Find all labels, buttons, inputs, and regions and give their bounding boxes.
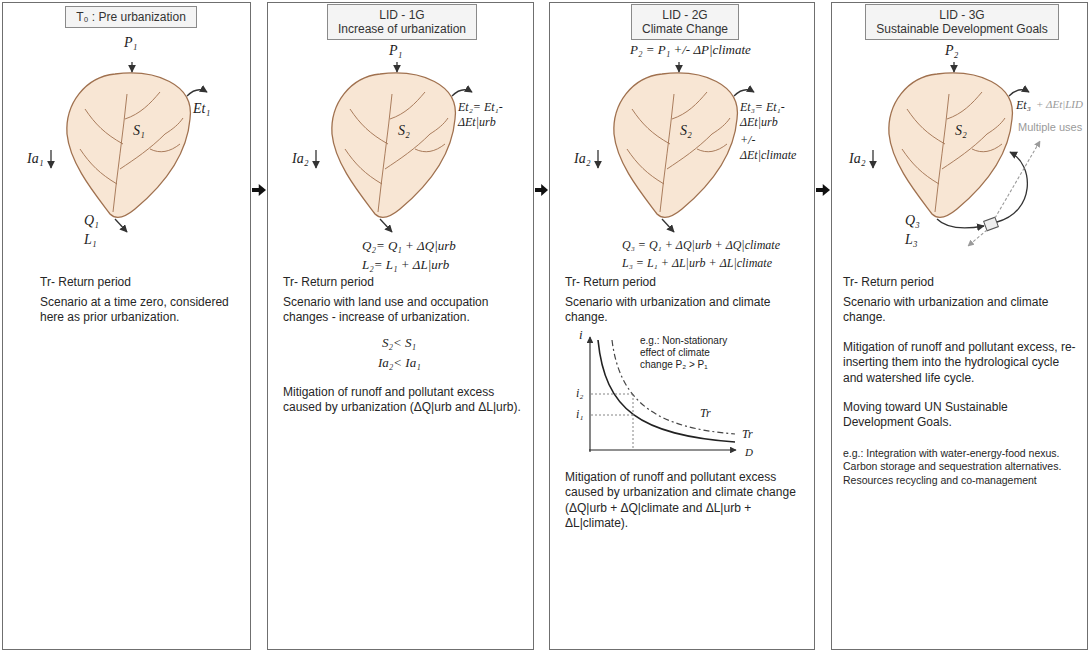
symbol-label: i₁	[576, 407, 584, 422]
arrow-shaft	[535, 188, 542, 192]
panel-header: LID - 1GIncrease of urbanization	[327, 4, 477, 40]
symbol-label: + ΔEt|LID	[1036, 98, 1083, 111]
arrow-shaft	[252, 188, 260, 192]
arrow-head	[259, 184, 266, 196]
symbol-label: Ia₂	[849, 150, 866, 167]
note-label: Multiple uses	[1018, 121, 1082, 134]
symbol-label: D	[745, 446, 753, 459]
arrow-shaft	[816, 188, 824, 192]
chart-guide	[591, 394, 633, 449]
panel-text: Tr- Return period	[40, 275, 240, 290]
symbol-label: P₂	[945, 42, 958, 59]
scenario-panel: Tr- Return periodScenario with land use …	[267, 2, 534, 650]
symbol-label: S₁	[133, 122, 145, 139]
symbol-label: Q₃	[905, 212, 920, 229]
symbol-label: Ia₂	[292, 150, 309, 167]
export-arrow	[968, 230, 987, 246]
symbol-label: L₃	[905, 231, 918, 248]
symbol-label: L₃ = L₁ + ΔL|urb + ΔL|climate	[622, 256, 772, 271]
symbol-label: Q₁	[84, 212, 99, 229]
header-text: LID - 1G	[338, 8, 466, 22]
symbol-label: P₂ = P₁ +/- ΔP|climate	[630, 42, 751, 58]
watershed-shape	[873, 62, 1029, 217]
scenario-arrow	[535, 184, 548, 196]
symbol-label: Q₃ = Q₁ + ΔQ|urb + ΔQ|climate	[622, 238, 780, 253]
watershed-shape	[51, 62, 207, 217]
header-text: LID - 2G	[642, 8, 728, 22]
symbol-label: Et₁	[193, 100, 210, 117]
reuse-loop-arrow	[997, 152, 1027, 222]
panel-text: Scenario with urbanization and climate c…	[843, 295, 1078, 326]
symbol-label: L₂= L₁ + ΔL|urb	[362, 257, 449, 273]
panel-text: Mitigation of runoff and pollutant exces…	[843, 340, 1078, 386]
panel-text: Tr- Return period	[283, 275, 523, 290]
symbol-label: Ia₁	[27, 150, 44, 167]
symbol-label: Et₃= Et₁- ΔEt|urb	[740, 100, 814, 129]
scenario-arrow	[816, 184, 830, 196]
header-text: T₀ : Pre urbanization	[76, 10, 186, 24]
symbol-label: Q₂= Q₁ + ΔQ|urb	[362, 238, 456, 254]
panel-header: LID - 3GSustainable Development Goals	[865, 4, 1058, 40]
scenario-arrow	[252, 184, 266, 196]
panel-text: Mitigation of runoff and pollutant exces…	[565, 470, 805, 531]
symbol-label: Ia₂< Ia₁	[378, 355, 421, 371]
panel-text: Moving toward UN Sustainable Development…	[843, 400, 1078, 431]
panel-header: LID - 2GClimate Change	[631, 4, 739, 40]
scenario-panel: Tr- Return periodScenario at a time zero…	[2, 2, 251, 650]
header-text: Sustainable Development Goals	[876, 22, 1047, 36]
symbol-label: S₂	[398, 122, 410, 139]
header-text: LID - 3G	[876, 8, 1047, 22]
idf-curve-climate	[612, 340, 735, 434]
idf-curve	[598, 340, 735, 442]
note-label: e.g.: Non-stationary effect of climate c…	[640, 335, 738, 372]
outlet-arrow	[662, 219, 674, 232]
symbol-label: S₂	[955, 122, 967, 139]
watershed-shape	[316, 62, 472, 217]
outlet-arrow	[937, 219, 984, 228]
chart-axis	[589, 449, 736, 450]
chart-axis	[589, 337, 590, 452]
symbol-label: L₁	[84, 231, 97, 248]
outlet-arrow	[115, 219, 127, 232]
symbol-label: Tr	[742, 427, 753, 442]
reuse-box	[984, 217, 999, 231]
panel-text: Mitigation of runoff and pollutant exces…	[283, 385, 523, 416]
symbol-label: i	[579, 327, 583, 343]
symbol-label: Tr	[700, 406, 711, 421]
panel-text: Scenario with urbanization and climate c…	[565, 295, 805, 326]
symbol-label: Ia₂	[574, 150, 591, 167]
header-text: Climate Change	[642, 22, 728, 36]
symbol-label: +/- ΔEt|climate	[740, 133, 814, 162]
symbol-label: S₂	[680, 122, 692, 139]
symbol-label: P₁	[124, 34, 137, 51]
panel-text: Scenario with land use and occupation ch…	[283, 295, 523, 326]
symbol-label: Et₃	[1016, 98, 1031, 113]
scenario-panel: Tr- Return periodScenario with urbanizat…	[831, 2, 1088, 650]
outlet-arrow	[380, 219, 392, 232]
panel-text: Scenario at a time zero, considered here…	[40, 295, 240, 326]
arrow-head	[541, 184, 548, 196]
symbol-label: Et₂= Et₁- ΔEt|urb	[458, 100, 532, 129]
header-text: Increase of urbanization	[338, 22, 466, 36]
panel-text: Tr- Return period	[565, 275, 805, 290]
arrow-head	[823, 184, 830, 196]
symbol-label: S₂< S₁	[382, 335, 416, 351]
symbol-label: i₂	[576, 386, 584, 401]
scenario-panel: Tr- Return periodScenario with urbanizat…	[549, 2, 815, 650]
panel-text: Tr- Return period	[843, 275, 1078, 290]
panel-text: e.g.: Integration with water-energy-food…	[843, 447, 1078, 487]
symbol-label: P₁	[389, 42, 402, 59]
multiple-uses-arrow	[995, 141, 1040, 218]
panel-header: T₀ : Pre urbanization	[65, 6, 197, 28]
watershed-shape	[598, 62, 754, 217]
